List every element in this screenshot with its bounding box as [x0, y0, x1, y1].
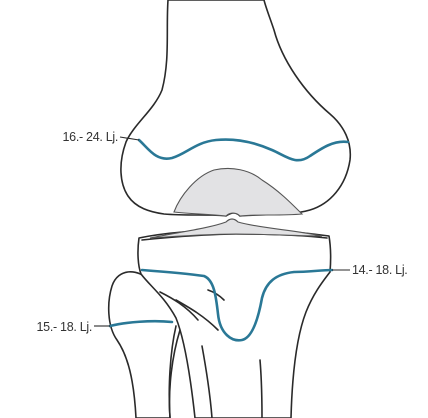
femur: [121, 0, 350, 216]
tibia-plate-label: 14.- 18. Lj.: [352, 263, 407, 277]
fibula-plate-label: 15.- 18. Lj.: [37, 320, 92, 334]
femur-plate-label: 16.- 24. Lj.: [63, 130, 118, 144]
